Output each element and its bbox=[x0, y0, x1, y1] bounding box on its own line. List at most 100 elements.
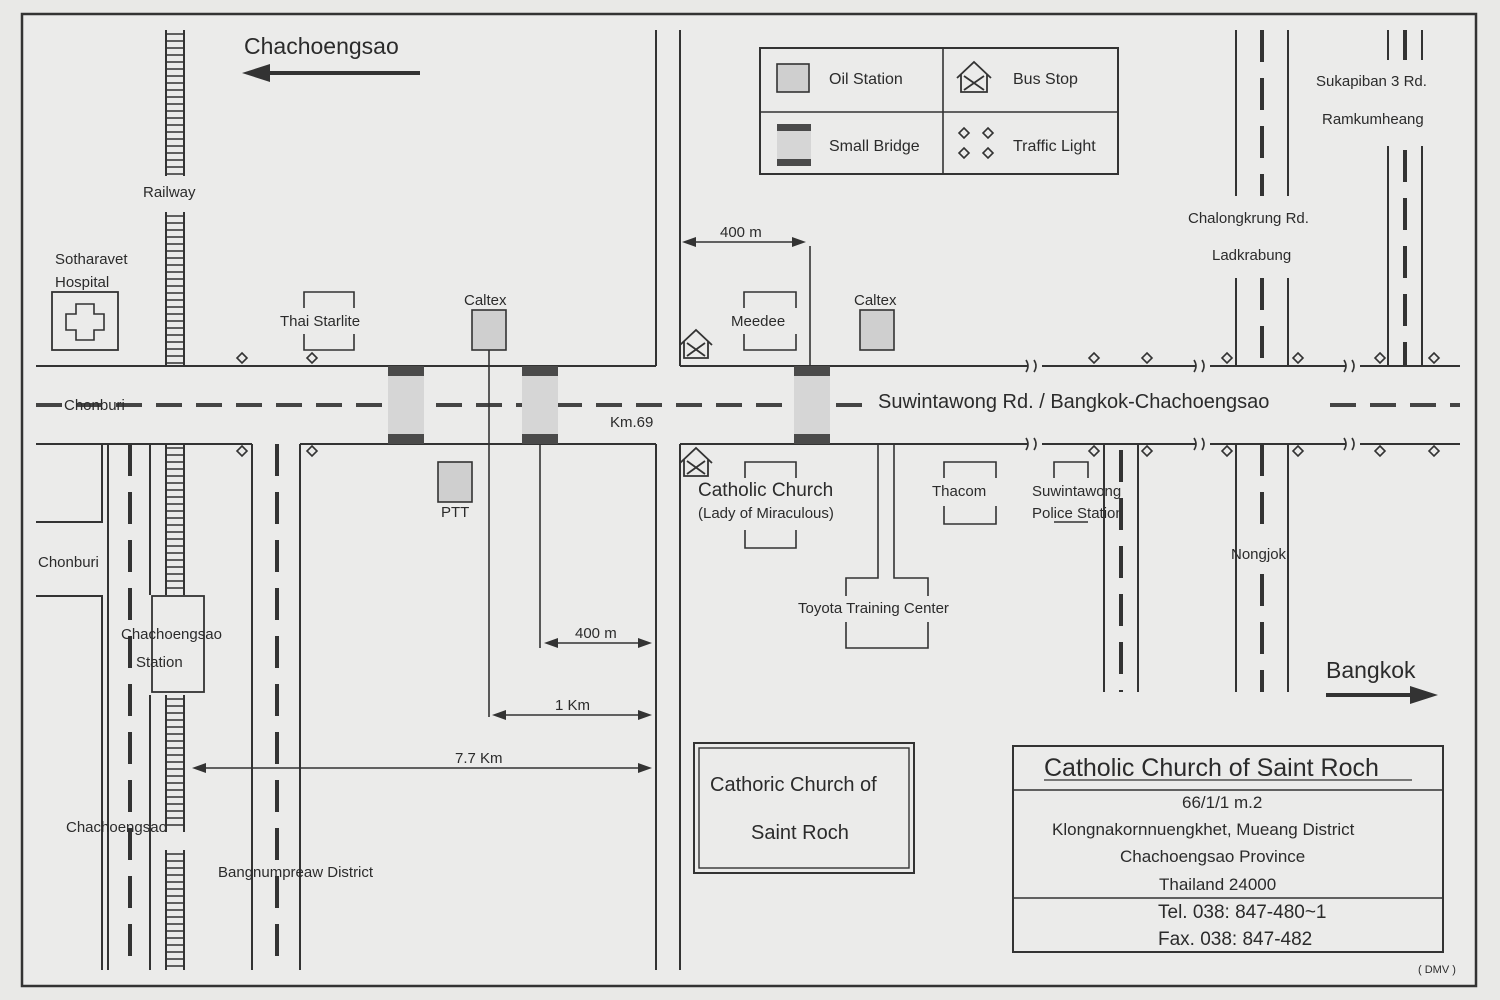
direction-bangkok-label: Bangkok bbox=[1326, 657, 1416, 683]
legend-traffic-light-label: Traffic Light bbox=[1013, 138, 1096, 155]
railway-segment bbox=[165, 444, 185, 595]
legend-bridge-icon bbox=[777, 124, 811, 166]
toyota-label: Toyota Training Center bbox=[798, 600, 949, 617]
bridge-icon bbox=[522, 366, 558, 444]
address-line2: Klongnakornnuengkhet, Mueang District bbox=[1052, 820, 1355, 839]
traffic-light-icon bbox=[1373, 444, 1387, 458]
traffic-light-icon bbox=[1427, 444, 1441, 458]
railway-segment bbox=[165, 30, 185, 176]
traffic-light-icon bbox=[1291, 444, 1305, 458]
sukapiban-label-line2: Ramkumheang bbox=[1322, 111, 1424, 128]
hospital-cross-icon bbox=[51, 291, 119, 351]
legend-oil-station-icon bbox=[776, 63, 810, 93]
traffic-light-icon bbox=[1140, 444, 1154, 458]
distance-1km: 1 Km bbox=[555, 697, 590, 714]
caltex-west-oil-station bbox=[471, 309, 507, 351]
distance-7-7km: 7.7 Km bbox=[455, 750, 503, 767]
thai-starlite-label: Thai Starlite bbox=[280, 313, 360, 330]
catholic-church-label-line1: Catholic Church bbox=[698, 480, 833, 501]
chalongkrung-label-line2: Ladkrabung bbox=[1212, 247, 1291, 264]
traffic-light-icon bbox=[1220, 351, 1234, 365]
central-road bbox=[655, 30, 681, 970]
address-fax: Fax. 038: 847-482 bbox=[1158, 929, 1312, 950]
bus-stop-icon bbox=[679, 328, 713, 359]
arrow-right-icon bbox=[1326, 686, 1438, 704]
sukapiban-road bbox=[1387, 30, 1423, 366]
bridge-icon bbox=[388, 366, 424, 444]
railway-segment bbox=[165, 212, 185, 366]
distance-markers bbox=[192, 237, 811, 773]
arrow-left-icon bbox=[242, 64, 420, 82]
map-frame bbox=[20, 12, 1478, 988]
legend-bus-stop-icon bbox=[956, 60, 992, 93]
west-road-label: Chonburi bbox=[64, 397, 125, 414]
church-box-line1: Cathoric Church of bbox=[710, 774, 877, 796]
address-line1: 66/1/1 m.2 bbox=[1182, 793, 1262, 812]
thacom-building bbox=[943, 461, 997, 525]
sukapiban-label-line1: Sukapiban 3 Rd. bbox=[1316, 73, 1427, 90]
legend bbox=[759, 47, 1119, 175]
traffic-light-icon bbox=[1140, 351, 1154, 365]
police-label-line2: Police Station bbox=[1032, 505, 1124, 522]
traffic-light-icon bbox=[235, 444, 249, 458]
police-road bbox=[1103, 444, 1139, 692]
km-marker: Km.69 bbox=[610, 414, 653, 431]
traffic-lights bbox=[235, 351, 1441, 458]
bridge-icon bbox=[794, 366, 830, 444]
toyota-building bbox=[845, 444, 929, 649]
thacom-label: Thacom bbox=[932, 483, 986, 500]
traffic-light-icon bbox=[305, 351, 319, 365]
ptt-oil-station bbox=[437, 461, 473, 503]
station-label-line1: Chachoengsao bbox=[121, 626, 222, 643]
station-building bbox=[151, 595, 205, 693]
south-left-label: Chachoengsao bbox=[66, 819, 167, 836]
caltex-east-oil-station bbox=[859, 309, 895, 351]
traffic-light-icon bbox=[1427, 351, 1441, 365]
legend-oil-station-label: Oil Station bbox=[829, 71, 903, 88]
main-road-label: Suwintawong Rd. / Bangkok-Chachoengsao bbox=[878, 391, 1269, 413]
nongjok-label: Nongjok bbox=[1231, 546, 1287, 563]
ptt-label: PTT bbox=[441, 504, 469, 521]
address-line4: Thailand 24000 bbox=[1159, 875, 1276, 894]
address-tel: Tel. 038: 847-480~1 bbox=[1158, 902, 1327, 923]
side-road-chonburi-label: Chonburi bbox=[38, 554, 99, 571]
left-roads bbox=[36, 443, 301, 970]
hospital-label-line1: Sotharavet bbox=[55, 251, 128, 268]
traffic-light-icon bbox=[305, 444, 319, 458]
caltex-west-label: Caltex bbox=[464, 292, 507, 309]
legend-traffic-light-icon bbox=[957, 126, 995, 160]
traffic-light-icon bbox=[1220, 444, 1234, 458]
chalongkrung-road bbox=[1235, 30, 1289, 692]
direction-chachoengsao-label: Chachoengsao bbox=[244, 33, 399, 59]
railway-segment bbox=[165, 695, 185, 832]
hospital-label-line2: Hospital bbox=[55, 274, 109, 291]
catholic-church-building bbox=[744, 461, 797, 549]
credit-label: ( DMV ) bbox=[1418, 964, 1456, 976]
police-station-building bbox=[1053, 461, 1089, 523]
distance-mid-400m: 400 m bbox=[575, 625, 617, 642]
legend-bus-stop-label: Bus Stop bbox=[1013, 71, 1078, 88]
catholic-church-label-line2: (Lady of Miraculous) bbox=[698, 505, 834, 522]
traffic-light-icon bbox=[1087, 351, 1101, 365]
bus-stops bbox=[679, 328, 713, 477]
traffic-light-icon bbox=[235, 351, 249, 365]
distance-top-400m: 400 m bbox=[720, 224, 762, 241]
meedee-label: Meedee bbox=[731, 313, 785, 330]
police-label-line1: Suwintawong bbox=[1032, 483, 1121, 500]
address-title: Catholic Church of Saint Roch bbox=[1044, 754, 1379, 782]
traffic-light-icon bbox=[1087, 444, 1101, 458]
station-label-line2: Station bbox=[136, 654, 183, 671]
bridges bbox=[388, 366, 830, 444]
traffic-light-icon bbox=[1373, 351, 1387, 365]
church-box-line2: Saint Roch bbox=[751, 822, 849, 844]
legend-small-bridge-label: Small Bridge bbox=[829, 138, 920, 155]
chalongkrung-label-line1: Chalongkrung Rd. bbox=[1188, 210, 1309, 227]
address-box bbox=[1012, 745, 1444, 953]
address-line3: Chachoengsao Province bbox=[1120, 847, 1305, 866]
church-box bbox=[693, 742, 915, 874]
traffic-light-icon bbox=[1291, 351, 1305, 365]
bus-stop-icon bbox=[679, 446, 713, 477]
railway-track bbox=[165, 30, 185, 970]
meedee-building bbox=[743, 291, 797, 351]
